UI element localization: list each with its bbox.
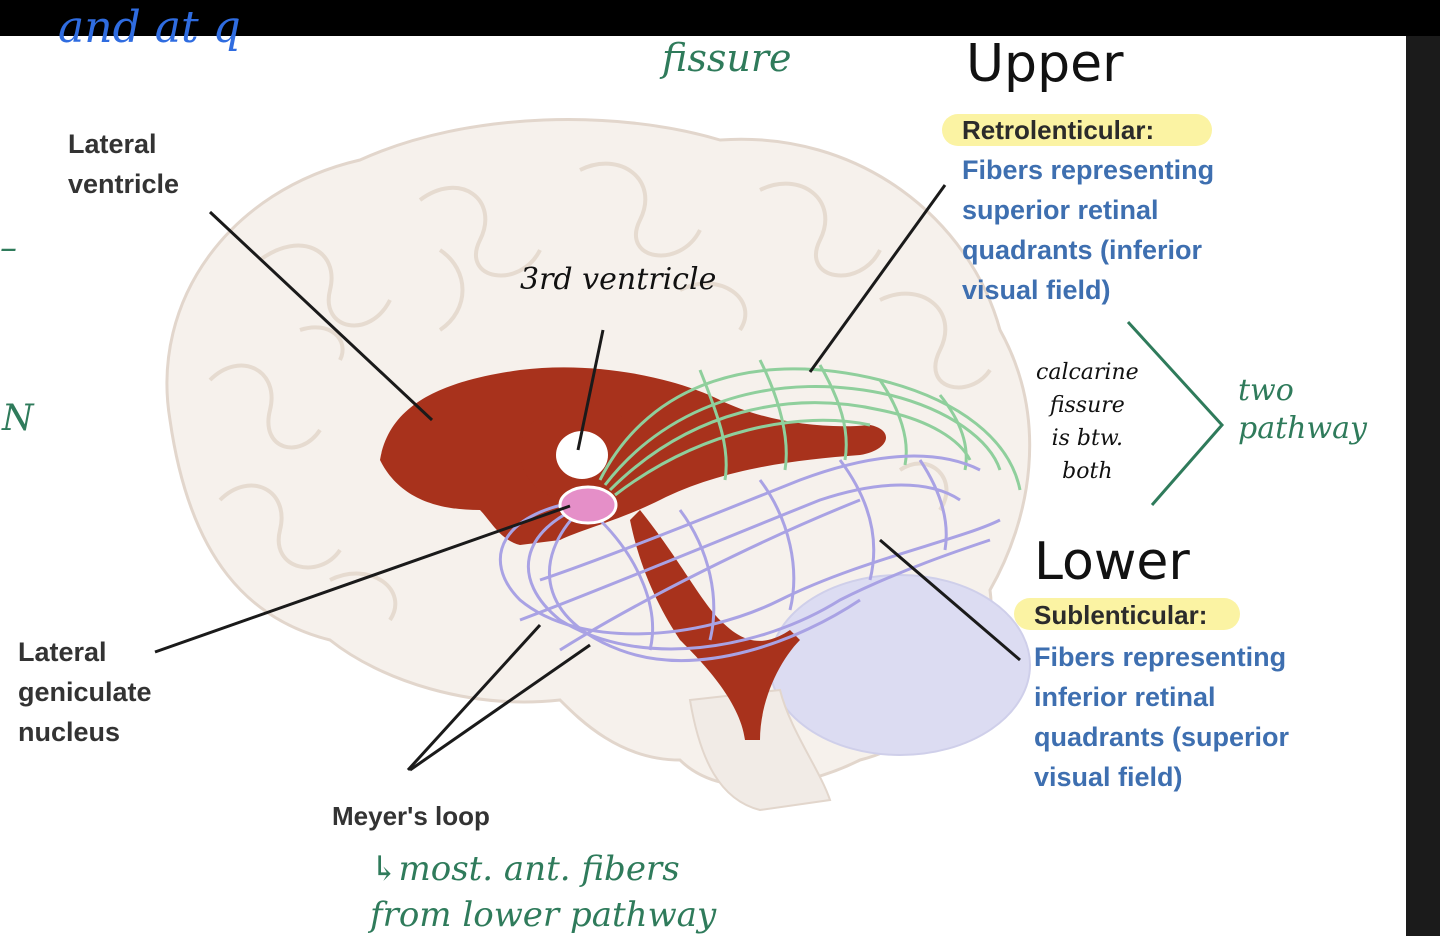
pathway-chevron — [1126, 320, 1225, 506]
leader-lines — [154, 184, 1021, 772]
brainstem — [688, 688, 832, 812]
third-ventricle-hole — [556, 431, 608, 479]
upper-description: Fibers representing superior retinal qua… — [962, 155, 1215, 305]
cerebellum — [769, 574, 1031, 756]
leader-third-ventricle — [576, 329, 605, 451]
leader-lower — [879, 538, 1021, 662]
fissure-note: fissure — [662, 36, 792, 80]
leader-lgn — [154, 504, 571, 654]
label-third-ventricle: 3rd ventricle — [520, 262, 717, 297]
label-meyers-loop: Meyer's loop — [332, 801, 490, 831]
lower-tag: Sublenticular: — [1034, 600, 1208, 630]
lower-heading: Lower — [1034, 532, 1190, 592]
leader-upper — [808, 184, 947, 373]
lower-tag-highlight — [1014, 598, 1240, 630]
left-dash-mark: – — [0, 228, 17, 268]
label-lateral-ventricle: Lateral ventricle — [68, 129, 180, 199]
lgn-shape — [558, 485, 618, 525]
leader-lateral-ventricle — [208, 210, 434, 422]
gyri-texture — [208, 161, 992, 622]
upper-tag-highlight — [942, 114, 1212, 146]
left-n-mark: N — [2, 398, 34, 439]
right-edge-bar — [1406, 36, 1440, 936]
upper-heading: Upper — [966, 34, 1124, 94]
brain-diagram: and at q — [58, 2, 1225, 812]
leader-meyer-2 — [409, 643, 591, 772]
two-pathway-note: two pathway — [1238, 373, 1367, 446]
leader-meyer-1 — [406, 623, 542, 772]
upper-tag: Retrolenticular: — [962, 115, 1155, 145]
upper-fibers — [598, 359, 1022, 497]
label-lateral-geniculate: Lateral geniculate nucleus — [18, 637, 152, 747]
lower-description: Fibers representing inferior retinal qua… — [1034, 642, 1290, 792]
calcarine-note: calcarine fissure is btw. both — [1036, 360, 1139, 484]
top-black-bar — [0, 0, 1440, 36]
meyers-loop-note: ↳most. ant. fibers from lower pathway — [370, 849, 717, 935]
top-partial-handwriting: and at q — [58, 2, 241, 53]
